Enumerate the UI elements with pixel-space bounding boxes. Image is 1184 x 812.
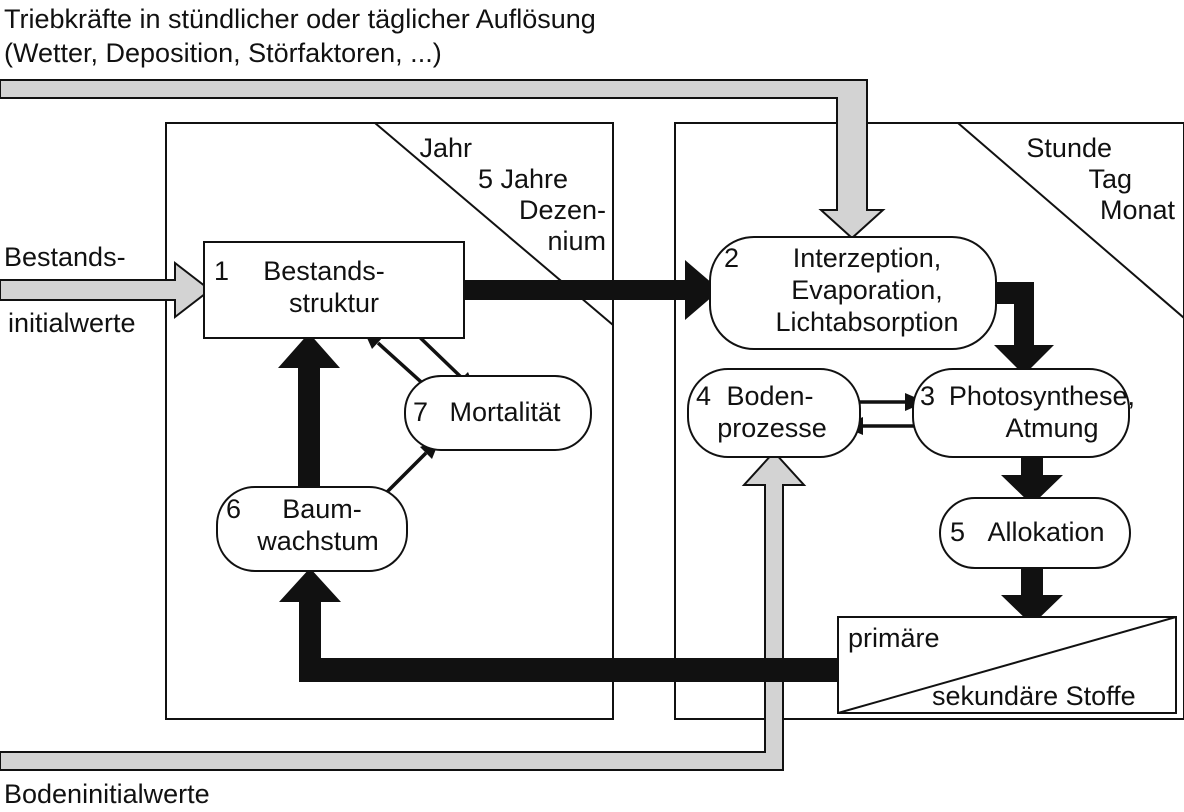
node-mortality: 7 Mortalität	[404, 375, 592, 451]
stand-initial-label-line1: Bestands-	[4, 242, 126, 272]
node-6-number: 6	[226, 494, 241, 524]
soil-initial-label: Bodeninitialwerte	[4, 779, 210, 809]
annual-scale-1: Jahr	[419, 133, 472, 163]
drivers-title-line2: (Wetter, Deposition, Störfaktoren, ...)	[4, 38, 442, 68]
primary-substances-label: primäre	[848, 623, 940, 653]
node-5-box	[939, 497, 1131, 569]
node-7-box	[404, 375, 592, 451]
hourly-panel-frame	[674, 122, 1184, 720]
annual-scale-3: Dezen-	[519, 195, 606, 225]
flow-1-to-2	[457, 260, 720, 320]
node-4-line1: Boden-	[726, 381, 813, 411]
hourly-scale-2: Tag	[1088, 164, 1132, 194]
node-4-number: 4	[696, 381, 711, 411]
annual-scale-4: nium	[547, 226, 606, 256]
hourly-panel-diagonal	[957, 122, 1184, 319]
annual-panel-frame	[165, 122, 614, 720]
node-2-line2: Evaporation,	[791, 275, 943, 305]
node-2-number: 2	[724, 243, 739, 273]
node-1-number: 1	[214, 256, 229, 286]
node-6-line2: wachstum	[256, 526, 379, 556]
flow-3-to-5	[1001, 447, 1063, 505]
node-3-line1: Photosynthese,	[949, 381, 1135, 411]
node-soil-processes: 4 Boden- prozesse	[687, 368, 861, 458]
node-1-line1: Bestands-	[263, 256, 385, 286]
node-2-box	[709, 236, 997, 350]
hourly-panel	[674, 122, 1184, 720]
stand-initial-label-line2: initialwerte	[8, 308, 136, 338]
node-4-line2: prozesse	[717, 413, 827, 443]
stand-initial-arrow	[0, 260, 212, 320]
node-5-label: Allokation	[987, 517, 1104, 547]
node-3-line2: Atmung	[1005, 413, 1098, 443]
flow-substances-to-6	[279, 568, 840, 682]
node-1-line2: struktur	[289, 288, 379, 318]
node-6-box	[216, 486, 408, 572]
node-2-line3: Lichtabsorption	[775, 307, 958, 337]
annual-scale-2: 5 Jahre	[478, 164, 568, 194]
flow-2-to-3	[988, 282, 1054, 375]
node-4-box	[687, 368, 861, 458]
flow-6-to-1	[278, 333, 340, 487]
node-6-line1: Baum-	[282, 494, 362, 524]
node-7-label: Mortalität	[449, 397, 561, 427]
node-2-line1: Interzeption,	[793, 243, 942, 273]
hourly-scale-1: Stunde	[1026, 133, 1112, 163]
node-interception: 2 Interzeption, Evaporation, Lichtabsorp…	[709, 236, 997, 350]
substances-box: primäre sekundäre Stoffe	[837, 616, 1177, 714]
node-photosynthesis: 3 Photosynthese, Atmung	[912, 368, 1135, 458]
node-1-box	[203, 241, 465, 339]
secondary-substances-label: sekundäre Stoffe	[932, 681, 1136, 711]
node-3-number: 3	[920, 381, 935, 411]
substances-box-diagonal	[837, 616, 1177, 714]
drivers-arrow	[0, 79, 886, 240]
soil-initial-arrow	[0, 450, 807, 771]
drivers-title-line1: Triebkräfte in stündlicher oder tägliche…	[4, 4, 596, 34]
node-allocation: 5 Allokation	[939, 497, 1131, 569]
node-7-number: 7	[413, 397, 428, 427]
node-tree-growth: 6 Baum- wachstum	[216, 486, 408, 572]
hourly-scale-3: Monat	[1100, 195, 1176, 225]
node-5-number: 5	[950, 517, 965, 547]
flow-5-to-substances	[1001, 567, 1063, 625]
node-stand-structure: 1 Bestands- struktur	[203, 241, 465, 339]
node-3-box	[912, 368, 1130, 458]
